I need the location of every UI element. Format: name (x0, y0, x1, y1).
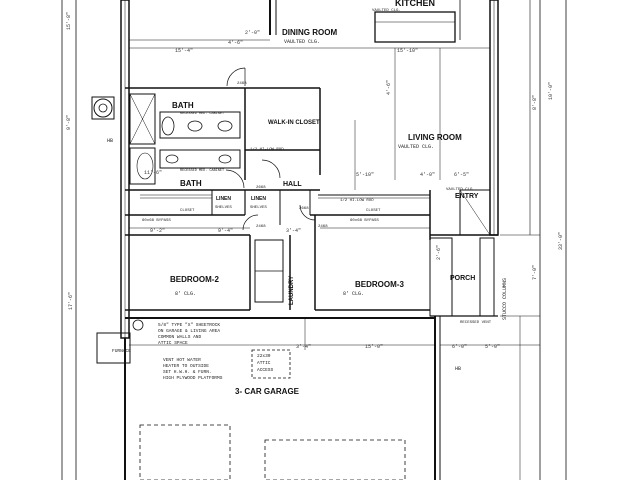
dim-23: 2'-0" (245, 30, 260, 36)
note-shelves-2: SHELVES (250, 206, 267, 210)
label-porch: PORCH (450, 275, 475, 282)
note-attic-3: ACCESS (257, 367, 274, 373)
dim-7: 5'-10" (356, 172, 374, 178)
note-clg-bed3: 8' CLG. (343, 291, 364, 297)
dim-11: 9'-2" (150, 228, 165, 234)
car-space-2 (264, 439, 406, 480)
dim-8: 4'-0" (420, 172, 435, 178)
vanity-2 (159, 149, 241, 169)
note-closet-bed3: CLOSET (366, 209, 381, 213)
note-recessed-2: RECESSED MED. CABINET (180, 169, 224, 173)
note-vaulted-dining: VAULTED CLG. (284, 39, 320, 45)
note-door-3: 2468 (318, 225, 328, 229)
dim-21: 8'-8" (532, 95, 538, 110)
label-garage: 3- CAR GARAGE (235, 387, 300, 396)
sink-2 (217, 120, 233, 132)
door-swing-2 (261, 159, 281, 179)
note-sheetrock-1: 5/8" TYPE "X" SHEETROCK (158, 322, 220, 328)
note-hb-1: HB (107, 138, 113, 144)
dim-19: 33'-0" (558, 232, 564, 250)
label-entry: ENTRY (455, 193, 479, 200)
dim-20: 7'-0" (532, 265, 538, 280)
note-vent-3: SET H.W.H. & FURN. (163, 369, 212, 375)
note-vaulted-living: VAULTED CLG. (398, 144, 434, 150)
shower (129, 93, 156, 145)
label-linen-2: LINEN (251, 196, 266, 202)
dim-9: 3'-4" (286, 228, 301, 234)
note-hb-2: HB (455, 366, 461, 372)
note-door-1: 2468 (237, 82, 247, 86)
note-closet-bed2: CLOSET (180, 209, 195, 213)
note-door-2: 2468 (256, 225, 266, 229)
note-vaulted-kitchen: VAULTED CLG. (372, 9, 401, 13)
dim-4: 9'-8" (66, 115, 72, 130)
note-stucco: STUCCO COLUMNS (502, 278, 508, 320)
dim-18: 15'-8" (66, 12, 72, 30)
dim-5: 11'-6" (144, 170, 162, 176)
note-clg-bed2: 8' CLG. (175, 291, 196, 297)
kitchen-island (374, 11, 456, 43)
note-low-rod: 1/2 HI-LOW ROD (340, 198, 374, 203)
label-linen-1: LINEN (216, 196, 231, 202)
dim-12: 9'-4" (218, 228, 233, 234)
note-bypass-bed2: 60x68 BYPASS (142, 219, 171, 223)
label-hall: HALL (283, 181, 302, 188)
toilet-1 (161, 116, 175, 136)
note-sheetrock-3: COMMON WALLS AND (158, 334, 202, 340)
note-vent-1: VENT HOT WATER (163, 357, 201, 363)
note-recessed-vent: RECESSED VENT (460, 321, 492, 325)
label-bath-master: BATH (172, 101, 194, 110)
note-attic-2: ATTIC (257, 360, 271, 366)
note-vent-4: HIGH PLYWOOD PLATFORMS (163, 375, 223, 381)
dim-24: 2'-6" (436, 245, 442, 260)
note-sheetrock-2: ON GARAGE & LIVING AREA (158, 328, 220, 334)
dim-10: 6'-5" (454, 172, 469, 178)
note-door-4: 2668 (299, 207, 309, 211)
furnace-platform (96, 332, 131, 364)
label-laundry: LAUNDRY (289, 276, 295, 305)
note-door-5: 2668 (256, 186, 266, 190)
water-heater (93, 98, 113, 118)
dim-2: 15'-10" (397, 48, 418, 54)
door-swing-1 (226, 67, 246, 87)
note-attic-1: 22x30 (257, 353, 271, 359)
label-bedroom2: BEDROOM-2 (170, 275, 219, 284)
note-sheetrock-4: ATTIC SPACE (158, 340, 188, 346)
note-vent-2: HEATER TO OUTSIDE (163, 363, 209, 369)
vanity (159, 111, 241, 139)
note-recessed-1: RECESSED MED. CABINET (180, 112, 224, 116)
entry-closet (459, 189, 491, 236)
label-bath-hall: BATH (180, 179, 202, 188)
label-kitchen: KITCHEN (395, 0, 435, 8)
label-walk-in-closet: WALK-IN CLOSET (268, 120, 320, 126)
note-vaulted-entry: VAULTED CLG. (446, 188, 475, 192)
dim-14: 15'-0" (365, 344, 383, 350)
note-shelves-1: SHELVES (215, 206, 232, 210)
dim-13: 3'-4" (296, 344, 311, 350)
label-dining: DINING ROOM (282, 28, 337, 37)
attic-access (251, 349, 291, 379)
note-furnace: FURNACE (112, 348, 131, 354)
dim-3: 4'-6" (228, 40, 243, 46)
dim-16: 5'-0" (485, 344, 500, 350)
label-living: LIVING ROOM (408, 133, 462, 142)
note-hi-low-rod: 1/2 HI-LOW ROD (250, 147, 284, 152)
dim-17: 17'-6" (68, 292, 74, 310)
label-bedroom3: BEDROOM-3 (355, 280, 404, 289)
note-bypass-bed3: 60x68 BYPASS (350, 219, 379, 223)
dim-6: 4'-6" (386, 80, 392, 95)
dim-22: 10'-0" (548, 82, 554, 100)
dim-1: 15'-4" (175, 48, 193, 54)
sink-1 (187, 120, 203, 132)
dim-15: 6'-0" (452, 344, 467, 350)
car-space-1 (139, 424, 231, 480)
tub (129, 147, 156, 185)
